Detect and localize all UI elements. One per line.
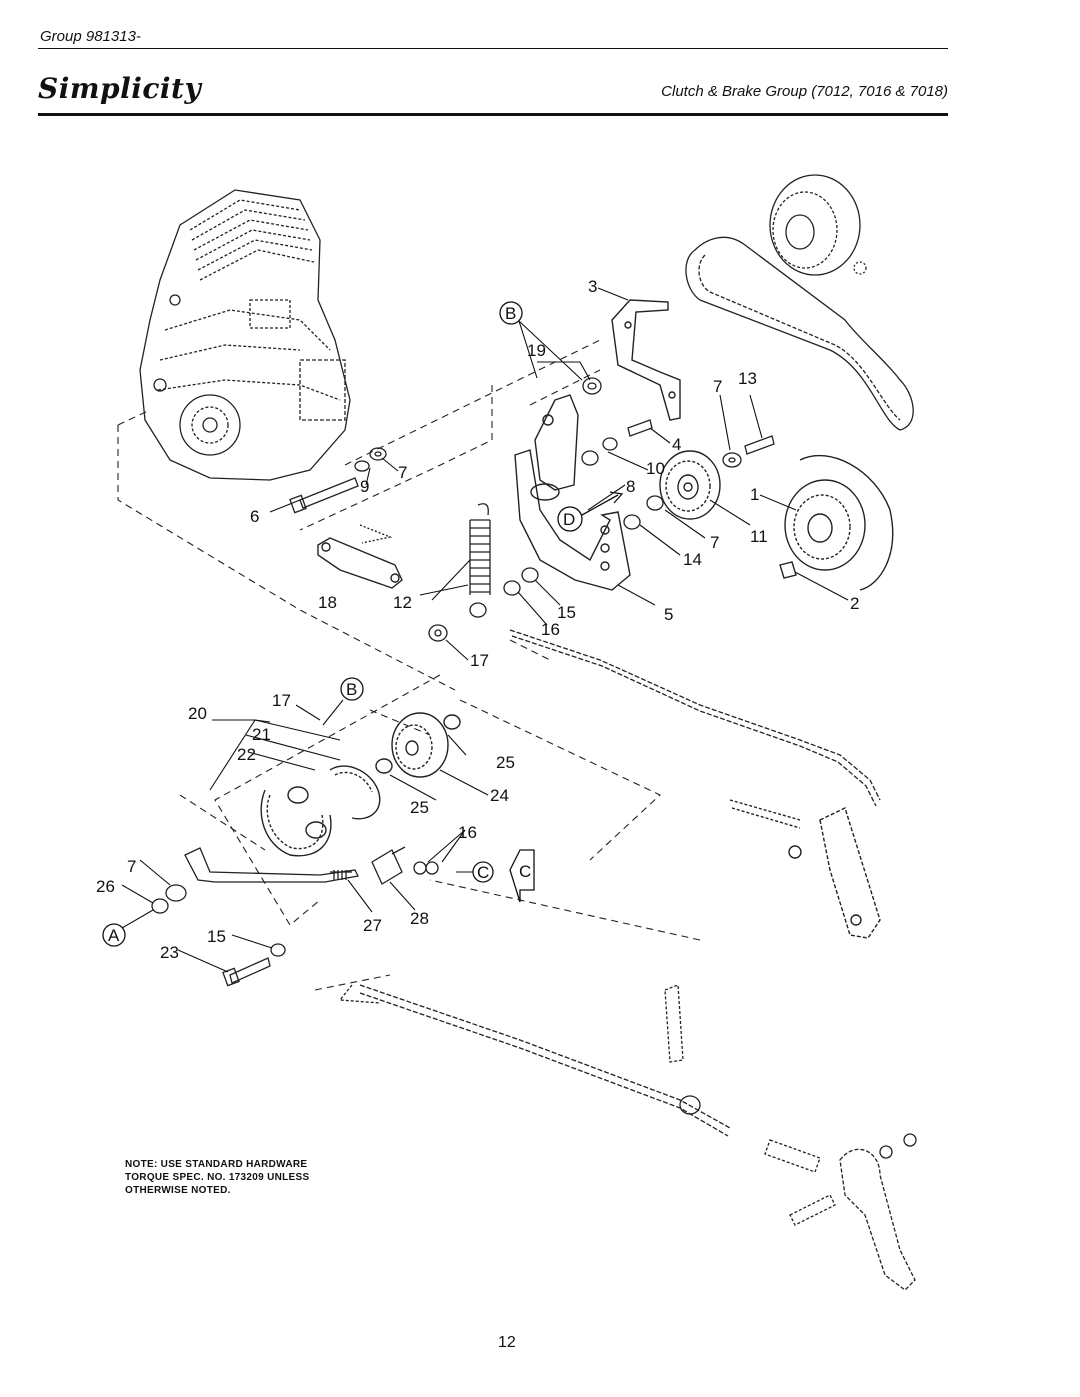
callout-numbers: 3 19 7 13 4 10 8 1 7 9 6 7 11 14 18 12 1… bbox=[96, 277, 859, 962]
svg-text:B: B bbox=[346, 680, 357, 699]
ref-marker-b-upper: B bbox=[499, 301, 523, 325]
ref-marker-c-flag: C bbox=[509, 849, 535, 903]
callout-12: 12 bbox=[393, 593, 412, 612]
callout-2: 2 bbox=[850, 594, 859, 613]
lever-part-18 bbox=[317, 524, 403, 589]
callout-7: 7 bbox=[710, 533, 719, 552]
callout-7: 7 bbox=[398, 463, 407, 482]
callout-21: 21 bbox=[252, 725, 271, 744]
idler-arm-part-5 bbox=[514, 394, 631, 591]
callout-16: 16 bbox=[541, 620, 560, 639]
dashed-assembly-outlines bbox=[117, 339, 701, 991]
brake-pulley-part-24 bbox=[375, 712, 461, 778]
callout-25: 25 bbox=[410, 798, 429, 817]
callout-7: 7 bbox=[127, 857, 136, 876]
brand-logo: Simplicity bbox=[38, 72, 202, 105]
callout-11: 11 bbox=[750, 527, 768, 546]
page-number: 12 bbox=[498, 1334, 516, 1351]
idler-pulley-part-11 bbox=[659, 450, 721, 520]
note-line-2: TORQUE SPEC. NO. 173209 UNLESS bbox=[125, 1172, 310, 1183]
callout-26: 26 bbox=[96, 877, 115, 896]
header-thick-rule bbox=[38, 113, 948, 116]
ref-marker-d: D bbox=[557, 491, 624, 532]
upper-drive-pulley bbox=[769, 174, 867, 276]
section-title: Clutch & Brake Group (7012, 7016 & 7018) bbox=[661, 83, 948, 100]
drive-belt bbox=[685, 236, 914, 431]
ref-marker-a: A bbox=[102, 923, 126, 947]
brake-rod-part-27 bbox=[151, 846, 439, 987]
callout-10: 10 bbox=[646, 459, 665, 478]
header-thin-rule bbox=[38, 48, 948, 49]
note-line-3: OTHERWISE NOTED. bbox=[125, 1185, 231, 1196]
svg-text:A: A bbox=[108, 926, 120, 945]
group-label: Group 981313- bbox=[40, 28, 141, 45]
callout-1: 1 bbox=[750, 485, 759, 504]
brake-band-assembly bbox=[260, 765, 381, 857]
engine-illustration bbox=[139, 189, 351, 481]
svg-text:C: C bbox=[519, 862, 531, 881]
callout-7: 7 bbox=[713, 377, 722, 396]
callout-15: 15 bbox=[557, 603, 576, 622]
hardware-note: NOTE: USE STANDARD HARDWARE TORQUE SPEC.… bbox=[125, 1158, 365, 1197]
spring-part-12 bbox=[469, 503, 491, 618]
callout-13: 13 bbox=[738, 369, 757, 388]
svg-text:C: C bbox=[477, 863, 489, 882]
leader-lines bbox=[121, 287, 849, 973]
ref-marker-c-circle: C bbox=[472, 861, 494, 883]
pedal-bracket bbox=[729, 799, 881, 939]
ref-marker-b-lower: B bbox=[340, 677, 364, 701]
callout-24: 24 bbox=[490, 786, 509, 805]
svg-text:B: B bbox=[505, 304, 516, 323]
callout-23: 23 bbox=[160, 943, 179, 962]
clutch-pulley-part-1 bbox=[779, 455, 894, 591]
callout-5: 5 bbox=[664, 605, 673, 624]
callout-6: 6 bbox=[250, 507, 259, 526]
callout-17: 17 bbox=[272, 691, 291, 710]
callout-4: 4 bbox=[672, 435, 681, 454]
clutch-rod bbox=[509, 629, 881, 807]
note-line-1: NOTE: USE STANDARD HARDWARE bbox=[125, 1159, 308, 1170]
callout-3: 3 bbox=[588, 277, 597, 296]
callout-20: 20 bbox=[188, 704, 207, 723]
callout-28: 28 bbox=[410, 909, 429, 928]
hardware-parts bbox=[289, 377, 775, 642]
svg-text:D: D bbox=[563, 510, 575, 529]
callout-17: 17 bbox=[470, 651, 489, 670]
callout-19: 19 bbox=[527, 341, 546, 360]
callout-15: 15 bbox=[207, 927, 226, 946]
callout-22: 22 bbox=[237, 745, 256, 764]
callout-27: 27 bbox=[363, 916, 382, 935]
callout-14: 14 bbox=[683, 550, 702, 569]
bracket-part-3 bbox=[611, 299, 681, 421]
callout-8: 8 bbox=[626, 477, 635, 496]
callout-16: 16 bbox=[458, 823, 477, 842]
brake-linkage bbox=[338, 984, 917, 1291]
callout-9: 9 bbox=[360, 477, 369, 496]
callout-25: 25 bbox=[496, 753, 515, 772]
callout-18: 18 bbox=[318, 593, 337, 612]
